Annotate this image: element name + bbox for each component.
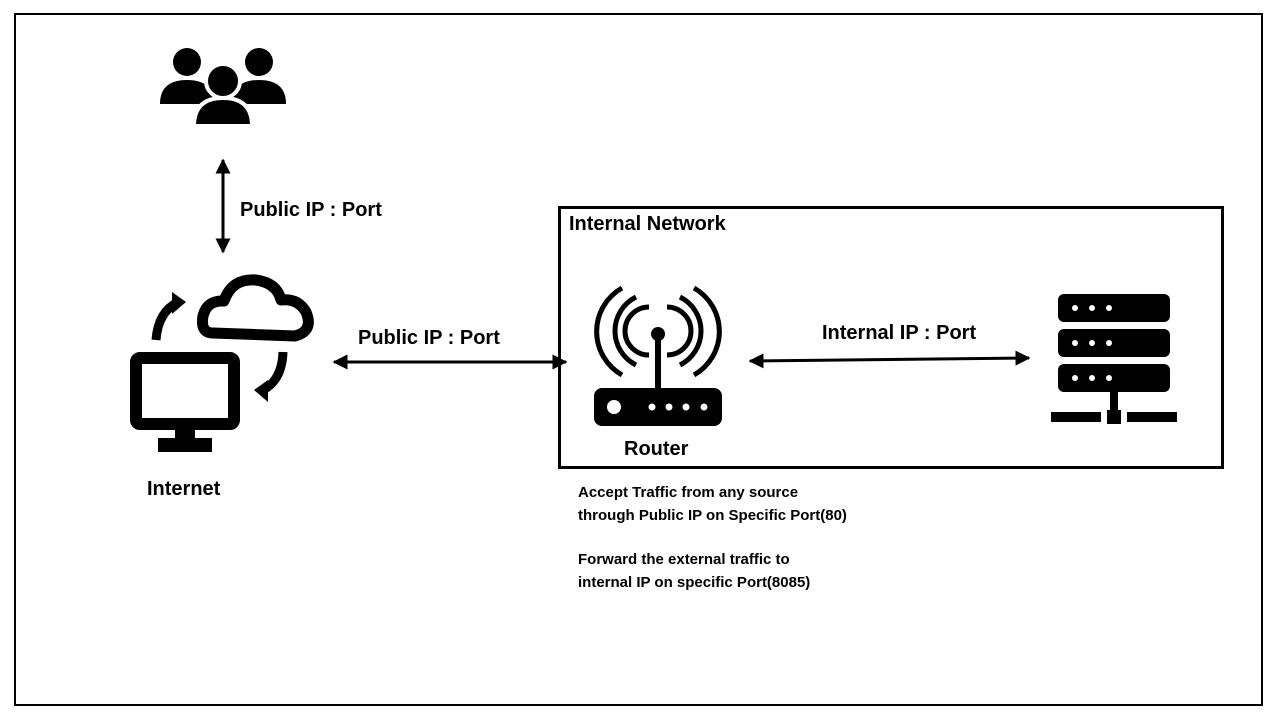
internet-label: Internet [147, 478, 221, 500]
server-rack-icon [1051, 294, 1177, 424]
diagram-frame [14, 13, 1263, 706]
internal-network-title: Internal Network [569, 213, 726, 235]
link-label-users-internet: Public IP : Port [240, 199, 382, 221]
internal-network-box [558, 206, 1224, 469]
link-label-internet-router: Public IP : Port [358, 327, 500, 349]
wifi-router-icon [594, 285, 722, 426]
note-line-3: Forward the external traffic to [578, 551, 790, 568]
note-line-2: through Public IP on Specific Port(80) [578, 507, 847, 524]
arrow-router-server [748, 350, 1031, 369]
router-label: Router [624, 438, 689, 460]
note-line-4: internal IP on specific Port(8085) [578, 574, 811, 591]
users-group-icon [160, 48, 286, 128]
computer-cloud-sync-icon [130, 274, 314, 452]
link-label-router-server: Internal IP : Port [822, 322, 977, 344]
note-line-1: Accept Traffic from any source [578, 484, 799, 501]
